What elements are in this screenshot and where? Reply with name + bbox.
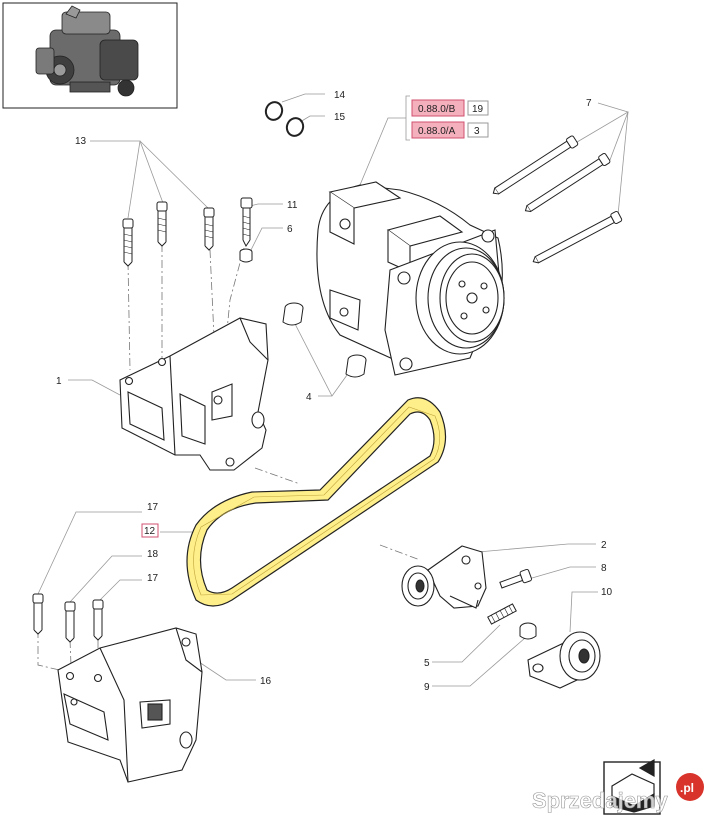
callout-14: 14 [334, 90, 346, 101]
idler-pulley-10 [527, 631, 601, 689]
reference-code: 0.88.0/B [418, 104, 456, 115]
engine-thumbnail[interactable] [2, 2, 178, 109]
o-ring-15 [285, 117, 305, 137]
callout-11: 11 [287, 200, 298, 211]
callout-12[interactable]: 12 [141, 523, 159, 538]
bolt-13-a [122, 218, 134, 267]
watermark-badge-text: .pl [680, 781, 694, 795]
belt-tensioner-2 [401, 545, 487, 609]
reference-code: 0.88.0/A [418, 126, 456, 137]
bolt-17-a [32, 593, 44, 635]
bolt-11 [240, 197, 253, 247]
callout-5: 5 [424, 658, 430, 669]
nut-9 [519, 622, 537, 640]
watermark-badge: .pl [676, 773, 704, 801]
spacer-4-b [345, 354, 367, 378]
leader-lines [37, 93, 629, 687]
bracket-16 [57, 627, 203, 783]
reference-qty: 19 [472, 104, 484, 115]
callout-16: 16 [260, 676, 272, 687]
o-ring-14 [264, 101, 284, 121]
bolt-13-b [156, 201, 168, 247]
navigation-arrow-icon [611, 758, 655, 813]
engine-thumbnail-icon [35, 5, 139, 97]
callout-13: 13 [75, 136, 87, 147]
callout-2: 2 [601, 540, 607, 551]
bolt-13-c [203, 207, 215, 251]
ac-compressor [316, 181, 505, 376]
bolt-18 [64, 601, 76, 643]
watermark-text: Sprzedajemy [532, 788, 668, 813]
callout-12-label: 12 [144, 526, 156, 537]
poly-v-belt-12 [186, 397, 447, 607]
callout-15: 15 [334, 112, 346, 123]
reference-qty: 3 [474, 126, 480, 137]
callout-6: 6 [287, 224, 293, 235]
nut-6 [239, 248, 253, 263]
bolt-8 [499, 568, 533, 589]
bracket-1 [119, 317, 269, 471]
stud-5 [487, 603, 517, 625]
callout-8: 8 [601, 563, 607, 574]
callout-17-a: 17 [147, 502, 159, 513]
spacer-4-a [282, 302, 304, 326]
reference-0880a[interactable]: 0.88.0/A 3 [411, 121, 489, 139]
callout-17-b: 17 [147, 573, 159, 584]
reference-list: 0.88.0/B 19 0.88.0/A 3 [411, 99, 489, 139]
callout-4: 4 [306, 392, 312, 403]
callout-labels: 13 14 15 11 6 7 1 4 17 12 18 17 16 2 8 1… [56, 90, 613, 693]
navigation-button[interactable] [603, 758, 661, 815]
long-bolts-7 [492, 135, 623, 264]
watermark: Sprzedajemy .pl [532, 773, 704, 813]
callout-7: 7 [586, 98, 592, 109]
callout-1: 1 [56, 376, 62, 387]
callout-10: 10 [601, 587, 613, 598]
reference-0880b[interactable]: 0.88.0/B 19 [411, 99, 489, 117]
bolt-17-b [92, 599, 104, 641]
callout-18: 18 [147, 549, 159, 560]
callout-9: 9 [424, 682, 430, 693]
